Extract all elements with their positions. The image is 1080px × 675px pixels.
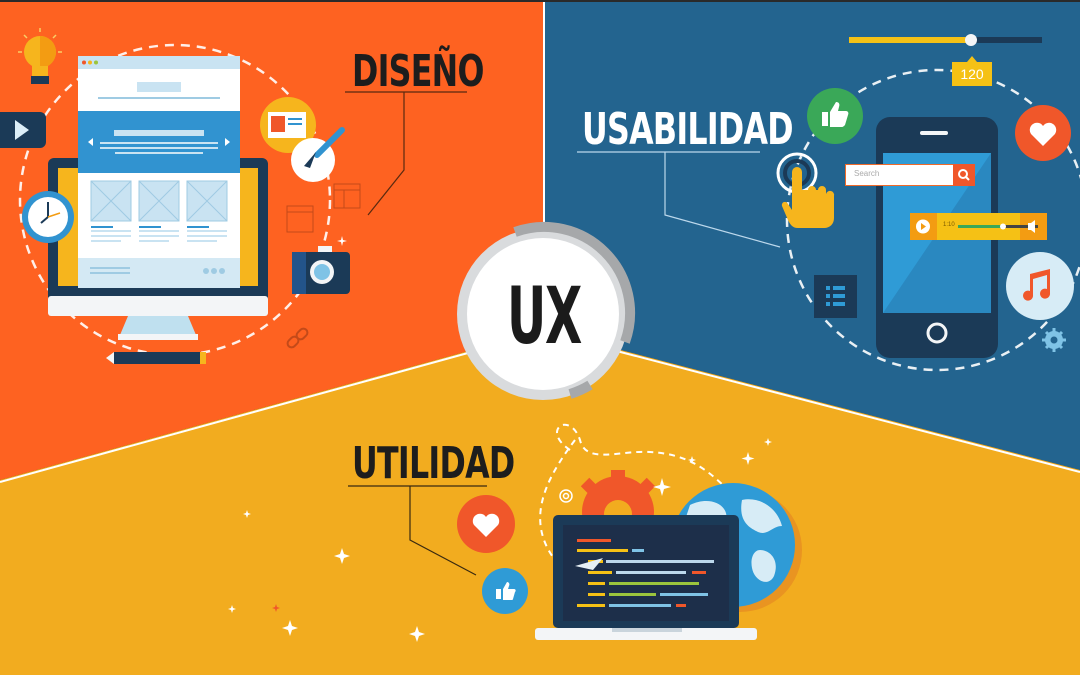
image-card-icon <box>260 97 316 153</box>
lightbulb-icon <box>18 28 62 84</box>
utilidad-segment <box>0 330 1080 675</box>
pencil-icon <box>106 352 206 364</box>
link-icon <box>286 327 309 349</box>
browser-mockup-icon <box>78 56 240 288</box>
music-note-icon <box>1006 252 1074 320</box>
player-time: 1:10 <box>943 222 955 228</box>
ux-center-badge <box>457 221 636 400</box>
heart-icon <box>457 495 515 553</box>
sparkle-icon <box>228 438 772 642</box>
list-icon <box>814 275 857 318</box>
search-icon <box>953 164 975 186</box>
touch-hand-icon <box>776 152 835 228</box>
usabilidad-label: USABILIDAD <box>582 104 794 155</box>
paint-brush-icon <box>291 127 345 182</box>
audio-player-icon <box>910 213 1047 240</box>
thumbs-up-icon <box>482 568 528 614</box>
ux-center-label: UX <box>506 272 582 362</box>
thumbs-up-icon <box>807 88 863 144</box>
heart-icon <box>1015 105 1071 161</box>
slider-value-badge: 120 <box>952 56 992 86</box>
gear-icon <box>1042 328 1066 352</box>
clock-icon <box>22 191 74 243</box>
diseno-label: DISEÑO <box>352 46 484 97</box>
paper-plane-icon <box>575 558 603 570</box>
laptop-code-icon <box>535 515 757 640</box>
search-input: Search <box>845 164 975 186</box>
utilidad-label: UTILIDAD <box>352 438 515 489</box>
video-play-icon <box>0 112 46 148</box>
gear-icon <box>559 489 573 503</box>
layout-icon <box>286 183 361 233</box>
search-placeholder: Search <box>854 169 880 178</box>
camera-icon <box>292 236 350 294</box>
slider-icon <box>849 34 1042 46</box>
